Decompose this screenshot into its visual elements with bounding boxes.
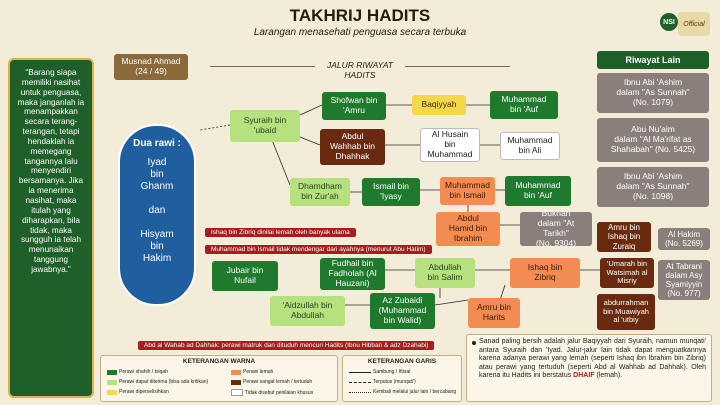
hadith-quote-panel: “Barang siapa memiliki nasihat untuk pen… (8, 58, 94, 398)
node-muhammad-auf-2: Muhammad bin 'Auf (505, 176, 571, 206)
logo-text: Official (683, 20, 705, 28)
solid-line-icon (349, 371, 371, 373)
node-bukhari: Bukhari dalam "At Tarikh" (No. 9304) (520, 209, 592, 248)
node-amru-ishaq: Amru bin Ishaq bin Zuraiq (597, 222, 651, 252)
riwayat-lain-item: Ibnu Abi 'Ashim dalam "As Sunnah" (No. 1… (597, 73, 709, 113)
node-dhamdham: Dhamdham bin Zur'ah (290, 178, 350, 206)
dua-rawi-title: Dua rawi : (133, 138, 181, 149)
riwayat-lain-item: Ibnu Abi 'Ashim dalam "As Sunnah" (No. 1… (597, 167, 709, 207)
legend-warna-item: Perawi dapat diterima (bisa ada kritikan… (107, 379, 208, 385)
note-ishaq: Ishaq bin Zibriq dinilai lemah oleh bany… (205, 228, 356, 237)
node-ismail-iyasy: Ismail bin 'Iyasy (362, 178, 420, 206)
conclusion-status-suffix: (lemah). (596, 372, 623, 380)
conclusion-status: DHAIF (573, 372, 595, 380)
logo-badge-icon: NSI (660, 13, 678, 31)
page-title: TAKHRIJ HADITS (289, 6, 431, 25)
conclusion-text: Sanad paling bersih adalah jalur Baqiyya… (479, 338, 706, 380)
riwayat-lain-item: Abu Nu'aim dalam "Al Ma'rifat as Shahaba… (597, 118, 709, 162)
legend-warna-item: Tidak disebut penilaian khusus (231, 389, 313, 396)
legend-warna: KETERANGAN WARNA Perawi shahih / tsiqah … (100, 355, 338, 402)
page-subtitle: Larangan menasehati penguasa secara terb… (253, 27, 467, 38)
node-jubair: Jubair bin Nufail (212, 261, 278, 291)
node-baqiyyah: Baqiyyah (412, 95, 466, 115)
node-al-hakim: Al Hakim (No. 5269) (658, 228, 710, 250)
legend-warna-item: Perawi sangat lemah / tertuduh (231, 379, 312, 385)
node-syuraih: Syuraih bin 'ubaid (230, 110, 300, 142)
node-tabrani: At Tabrani dalam Asy Syamiyyin (No. 977) (658, 260, 710, 300)
node-abdul-wahhab: Abdul Wahhab bin Dhahhak (320, 129, 385, 165)
riwayat-lain-title: Riwayat Lain (597, 51, 709, 69)
node-muhammad-ali: Muhammad bin Ali (500, 132, 560, 160)
legend-garis-item: Sambung / Ittisal (349, 369, 410, 375)
node-az-zubaidi: Az Zubaidi (Muhammad bin Walid) (370, 293, 435, 329)
dotted-line-icon (349, 391, 371, 393)
legend-warna-title: KETERANGAN WARNA (182, 358, 256, 365)
dua-rawi-oval: Dua rawi : Iyad bin Ghanm dan Hisyam bin… (118, 124, 196, 306)
dashed-line-icon (349, 381, 371, 383)
dua-rawi-names: Iyad bin Ghanm dan Hisyam bin Hakim (140, 157, 174, 264)
musnad-ahmad-box: Musnad Ahmad (24 / 49) (114, 54, 188, 80)
logo: Official (678, 12, 710, 36)
section-title: JALUR RIWAYAT HADITS (315, 60, 405, 80)
legend-garis-title: KETERANGAN GARIS (367, 358, 437, 365)
node-al-husain: Al Husain bin Muhammad (420, 128, 480, 162)
node-abdul-hamid: Abdul Hamid bin Ibrahim (436, 212, 500, 246)
legend-warna-item: Perawi diperselisihkan (107, 389, 169, 395)
node-amru-harits: Amru bin Harits (468, 298, 520, 328)
note-abdul-wahab: Abd al Wahab ad Dahhak: perawi matruk da… (138, 341, 435, 350)
conclusion-box: Sanad paling bersih adalah jalur Baqiyya… (466, 334, 712, 402)
node-fudhail: Fudhail bin Fadholah (Al Hauzani) (320, 258, 385, 290)
legend-garis-item: Terputus (munqati') (349, 379, 416, 385)
node-muhammad-ismail: Muhammad bin Ismail (440, 177, 495, 205)
legend-garis: KETERANGAN GARIS Sambung / Ittisal Terpu… (342, 355, 462, 402)
note-muhammad: Muhammad bin Ismail tidak mendengar dari… (205, 245, 432, 254)
legend-garis-item: Kembali melalui jalur lain / bercabang (349, 389, 456, 395)
bullet-icon (472, 341, 476, 345)
node-umarah: 'Umarah bin Watsimah al Misriy (600, 258, 654, 288)
hadith-quote-text: “Barang siapa memiliki nasihat untuk pen… (17, 68, 85, 274)
legend-warna-item: Perawi shahih / tsiqah (107, 369, 168, 375)
node-shofwan: Shofwan bin 'Amru (322, 92, 386, 120)
node-ishaq-zibriq: Ishaq bin Zibriq (510, 258, 580, 288)
node-aidzullah: 'Aidzullah bin Abdullah (270, 296, 345, 326)
node-abdurrahman: abdurrahman bin Muawiyah al 'utbiy (597, 294, 655, 330)
node-abdullah-salim: Abdullah bin Salim (415, 258, 475, 288)
node-muhammad-auf-1: Muhammad bin 'Auf (490, 91, 558, 119)
legend-warna-item: Perawi lemah (231, 369, 273, 375)
